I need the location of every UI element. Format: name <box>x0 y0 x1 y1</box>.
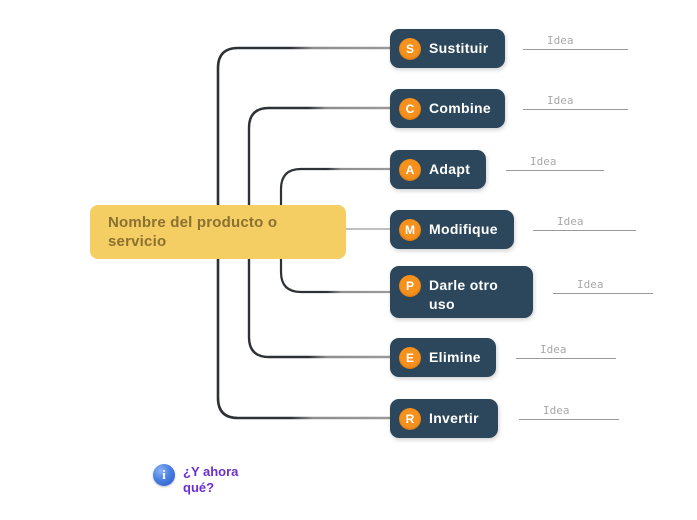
idea-tail-invertir[interactable]: Idea <box>519 398 619 420</box>
badge-a: A <box>399 159 421 181</box>
idea-line <box>553 293 653 294</box>
info-icon: i <box>153 464 175 486</box>
node-label-darle-otro-uso: Darle otro uso <box>429 277 499 312</box>
idea-tail-modifique[interactable]: Idea <box>533 209 636 231</box>
idea-tail-combine[interactable]: Idea <box>523 88 628 110</box>
idea-line <box>506 170 604 171</box>
badge-p: P <box>399 275 421 297</box>
idea-line <box>516 358 616 359</box>
idea-label: Idea <box>557 215 584 228</box>
badge-m: M <box>399 219 421 241</box>
idea-label: Idea <box>547 34 574 47</box>
root-node[interactable]: Nombre del producto o servicio <box>90 205 346 259</box>
badge-s: S <box>399 38 421 60</box>
node-modifique[interactable]: M Modifique <box>390 210 514 249</box>
node-label-invertir: Invertir <box>429 410 479 426</box>
node-label-elimine: Elimine <box>429 349 481 365</box>
node-label-sustituir: Sustituir <box>429 40 489 56</box>
node-label-combine: Combine <box>429 100 491 116</box>
idea-label: Idea <box>530 155 557 168</box>
badge-e: E <box>399 347 421 369</box>
idea-line <box>533 230 636 231</box>
note-y-ahora-que[interactable]: i ¿Y ahora qué? <box>153 464 253 496</box>
node-label-modifique: Modifique <box>429 221 498 237</box>
node-sustituir[interactable]: S Sustituir <box>390 29 505 68</box>
idea-label: Idea <box>577 278 604 291</box>
badge-c: C <box>399 98 421 120</box>
badge-r: R <box>399 408 421 430</box>
idea-label: Idea <box>540 343 567 356</box>
node-adapt[interactable]: A Adapt <box>390 150 486 189</box>
idea-line <box>523 49 628 50</box>
root-node-label: Nombre del producto o servicio <box>108 214 278 250</box>
idea-label: Idea <box>543 404 570 417</box>
idea-tail-sustituir[interactable]: Idea <box>523 28 628 50</box>
idea-tail-elimine[interactable]: Idea <box>516 337 616 359</box>
note-label: ¿Y ahora qué? <box>183 464 239 495</box>
node-combine[interactable]: C Combine <box>390 89 505 128</box>
idea-line <box>523 109 628 110</box>
idea-tail-darle-otro-uso[interactable]: Idea <box>553 272 653 294</box>
node-elimine[interactable]: E Elimine <box>390 338 496 377</box>
idea-label: Idea <box>547 94 574 107</box>
node-darle-otro-uso[interactable]: P Darle otro uso <box>390 266 533 318</box>
node-invertir[interactable]: R Invertir <box>390 399 498 438</box>
node-label-adapt: Adapt <box>429 161 471 177</box>
connector-invertir <box>216 230 392 420</box>
idea-line <box>519 419 619 420</box>
idea-tail-adapt[interactable]: Idea <box>506 149 604 171</box>
